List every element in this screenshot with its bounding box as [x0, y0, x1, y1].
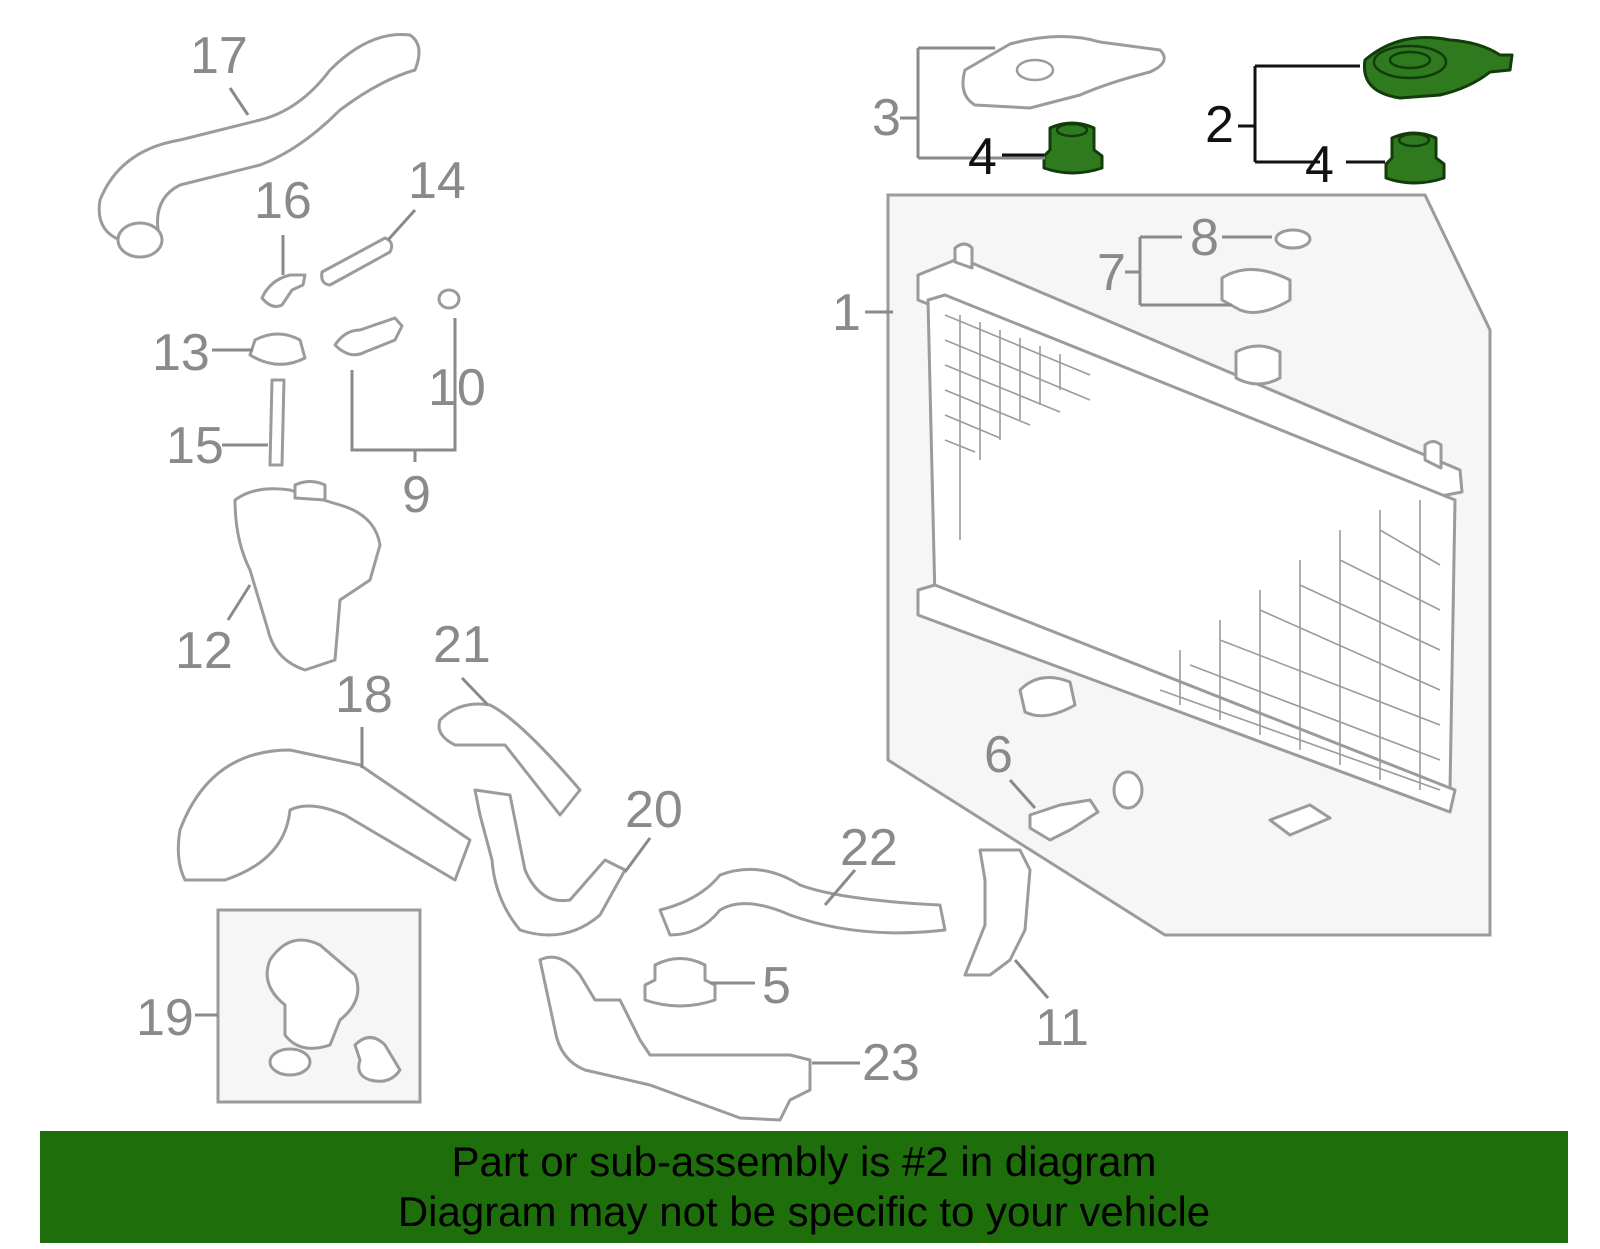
callout-7: 7	[1097, 244, 1126, 302]
outlet-gasket	[268, 1047, 312, 1077]
upper-mount-cushion-grey	[643, 957, 717, 1008]
callout-17: 17	[190, 27, 248, 85]
reservoir-cap	[248, 332, 307, 366]
callout-4-right: 4	[1305, 136, 1334, 194]
leader-14	[386, 208, 417, 242]
radiator-bracket	[963, 848, 1032, 977]
heater-hose-outlet	[473, 788, 627, 937]
heater-hose-inlet	[437, 702, 582, 817]
upper-mount-cushion-left	[1042, 121, 1104, 175]
leader-22	[823, 869, 857, 906]
leader-7	[1125, 235, 1232, 307]
upper-mount-cushion-left-hole	[1055, 122, 1089, 138]
highlight-bracket-ring-outer	[1372, 44, 1448, 80]
leader-21	[460, 676, 490, 707]
radiator-drain	[1268, 803, 1332, 837]
leader-11	[1013, 959, 1050, 999]
radiator-grid-left	[944, 314, 1091, 540]
callout-10: 10	[428, 359, 486, 417]
radiator-lower-outlet	[1018, 676, 1077, 718]
callout-23: 23	[862, 1034, 920, 1092]
callout-11: 11	[1035, 999, 1089, 1057]
radiator-assembly	[886, 193, 1492, 937]
leader-9	[350, 318, 457, 462]
leader-12	[226, 584, 252, 621]
highlight-mount-cushion-hole	[1397, 132, 1431, 148]
callout-16: 16	[254, 172, 312, 230]
drain-o-ring	[1112, 770, 1144, 810]
callout-19: 19	[136, 989, 194, 1047]
info-banner: Part or sub-assembly is #2 in diagram Di…	[40, 1131, 1568, 1243]
radiator-filler-neck	[1234, 344, 1282, 386]
callout-5: 5	[762, 957, 791, 1015]
leader-2	[1238, 64, 1360, 164]
radiator-bottom-tank	[916, 583, 1457, 814]
callouts: 1 2 3 4 4 5 6 7 8 9 10 11 12 13 14 15 16…	[136, 27, 1334, 1092]
water-outlet-fitting	[265, 938, 360, 1050]
upper-mount-bracket	[961, 35, 1166, 110]
leader-17	[228, 87, 250, 116]
leader-lines-highlight	[1002, 64, 1385, 164]
temperature-sensor	[333, 316, 404, 357]
callout-8: 8	[1190, 209, 1219, 267]
callout-15: 15	[166, 417, 224, 475]
callout-20: 20	[625, 781, 683, 839]
callout-21: 21	[433, 616, 491, 674]
callout-22: 22	[840, 819, 898, 877]
reservoir-hose	[268, 378, 286, 467]
cap-o-ring	[1274, 228, 1312, 250]
leader-3	[900, 46, 1045, 160]
radiator-right-post	[1423, 440, 1443, 470]
leader-6	[1008, 779, 1037, 809]
bypass-pipe	[320, 236, 394, 287]
upper-mount-hole	[1015, 58, 1055, 82]
reservoir-neck	[293, 480, 327, 502]
callout-6: 6	[984, 726, 1013, 784]
radiator-core	[926, 293, 1457, 792]
drain-plug	[1028, 798, 1100, 842]
callout-3: 3	[872, 89, 901, 147]
banner-line-disclaimer: Diagram may not be specific to your vehi…	[397, 1188, 1211, 1235]
outlet-clip	[353, 1036, 402, 1083]
sensor-o-ring	[437, 288, 461, 310]
callout-14: 14	[408, 152, 466, 210]
water-pipe	[538, 955, 812, 1122]
banner-line-part: Part or sub-assembly is #2 in diagram	[451, 1138, 1157, 1185]
callout-1: 1	[832, 284, 861, 342]
hose-clamp	[260, 273, 307, 308]
lower-radiator-hose	[176, 748, 472, 882]
highlight-bracket-ring-inner	[1388, 50, 1432, 70]
highlight-upper-mount-bracket	[1362, 36, 1514, 100]
radiator-grid-right	[1159, 500, 1441, 791]
upper-radiator-hose	[97, 32, 421, 242]
coolant-reservoir	[233, 487, 382, 672]
callout-18: 18	[335, 666, 393, 724]
callout-4-left: 4	[968, 128, 997, 186]
callout-9: 9	[402, 466, 431, 524]
upper-hose-end	[116, 221, 164, 259]
callout-12: 12	[175, 622, 233, 680]
radiator-left-post	[953, 242, 974, 270]
bypass-hose	[658, 867, 947, 937]
leader-lines	[195, 46, 1272, 1065]
radiator-cap	[1220, 268, 1292, 314]
callout-2: 2	[1205, 96, 1234, 154]
callout-13: 13	[152, 324, 210, 382]
highlight-mount-cushion	[1384, 131, 1446, 185]
leader-20	[623, 837, 652, 873]
